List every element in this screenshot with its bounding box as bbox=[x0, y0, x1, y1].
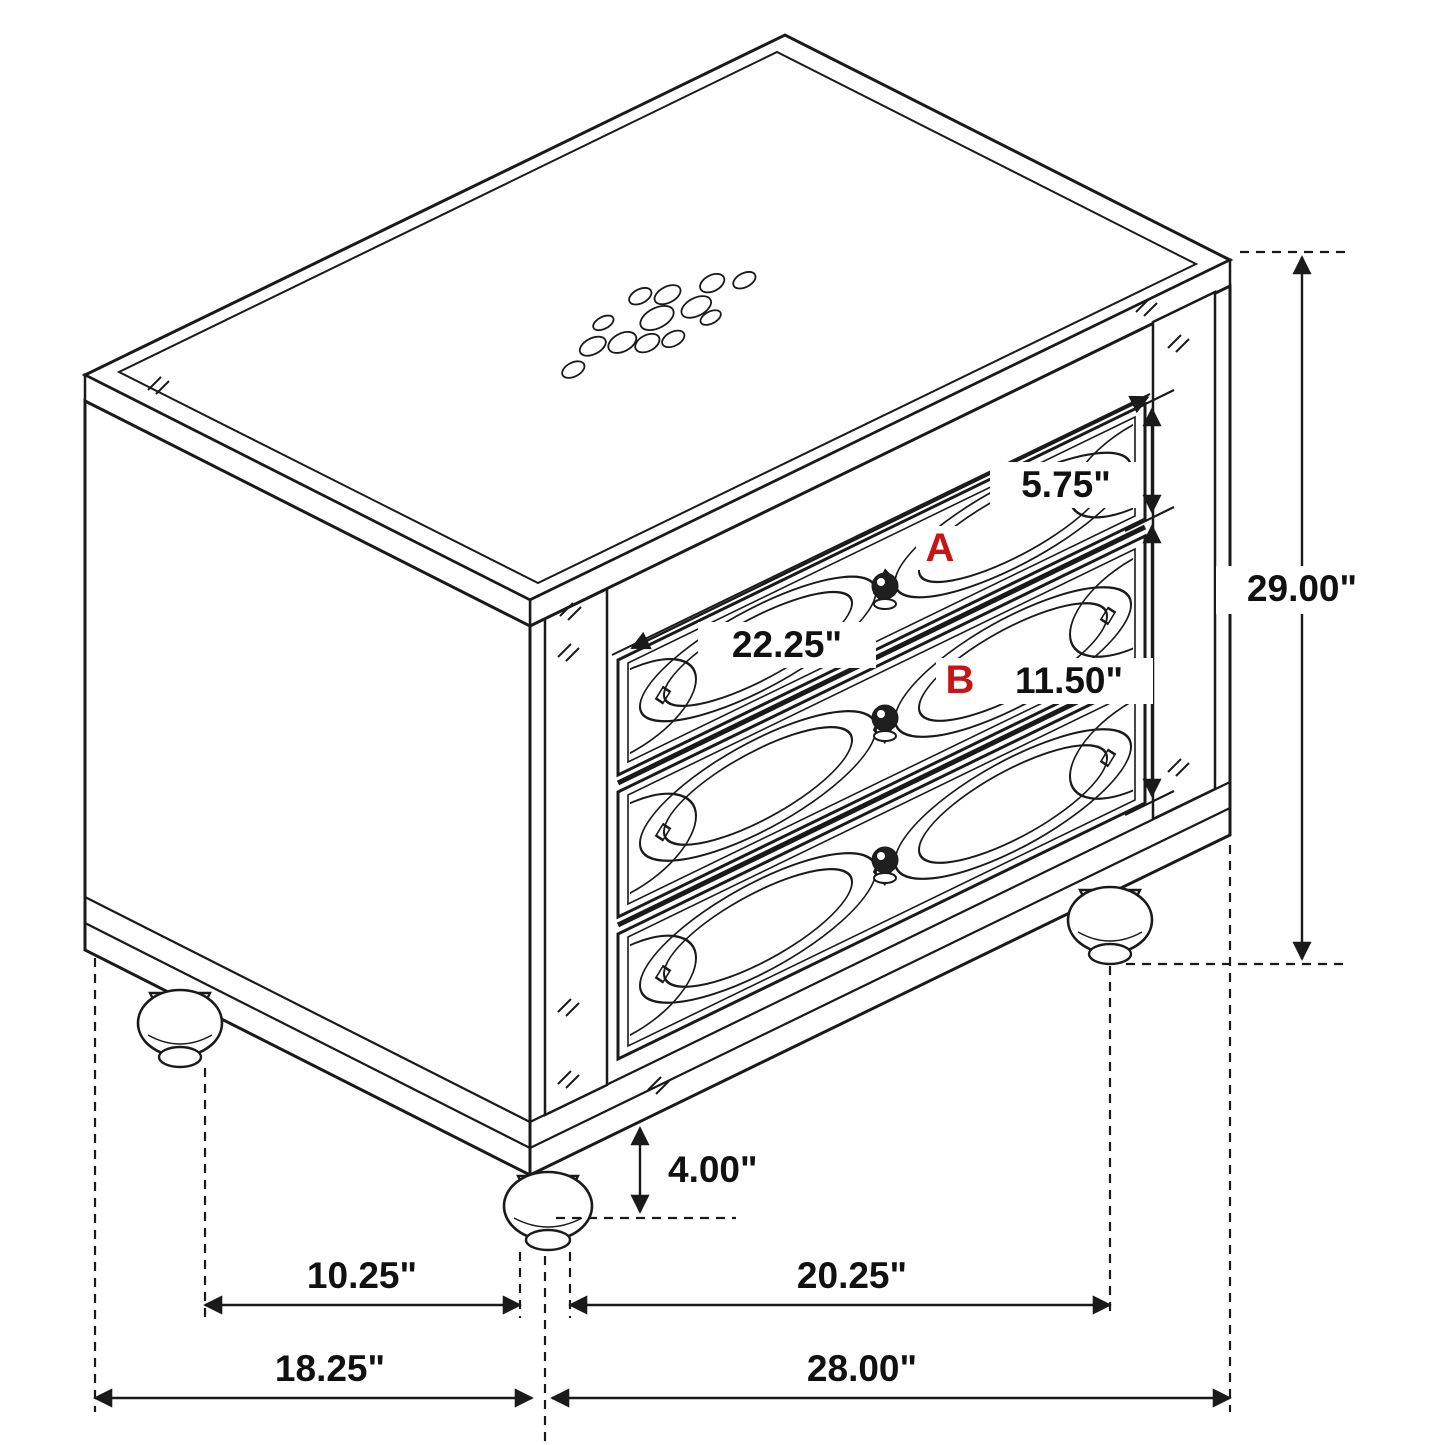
dim-leg-spacing-depth: 10.25" bbox=[203, 1255, 522, 1315]
dim-leg-height: 4.00" bbox=[630, 1126, 758, 1214]
dim-label-drawer-width: 22.25" bbox=[732, 624, 842, 665]
dim-label-leg-spacing-width: 20.25" bbox=[797, 1255, 907, 1296]
dim-label-leg-spacing-depth: 10.25" bbox=[307, 1255, 417, 1296]
dim-leg-spacing-width: 20.25" bbox=[568, 1255, 1112, 1315]
top-swirl-texture bbox=[561, 271, 757, 379]
dim-drawer-width: 22.25" bbox=[630, 395, 1150, 668]
dim-label-overall-width: 28.00" bbox=[807, 1348, 917, 1389]
foot-right bbox=[1066, 885, 1154, 966]
top-texture bbox=[116, 50, 1199, 585]
drawer-b-label: B bbox=[946, 658, 975, 702]
dim-label-lower-drawers-height: 11.50" bbox=[1015, 660, 1123, 701]
dim-label-overall-depth: 18.25" bbox=[275, 1348, 385, 1389]
mirror-hatch-marks bbox=[147, 298, 1190, 1095]
dim-top-drawer-height: 5.75" bbox=[990, 389, 1175, 532]
drawer-c-knob-icon bbox=[871, 846, 899, 884]
drawer-a-knob-icon bbox=[871, 572, 899, 610]
dim-overall-width: 28.00" bbox=[550, 1348, 1232, 1408]
nightstand bbox=[81, 33, 1234, 1252]
foot-front bbox=[502, 1170, 594, 1252]
foot-left bbox=[136, 988, 224, 1069]
dimension-annotations: 29.00" 22.25" 5.75" 11.50" A B bbox=[93, 250, 1388, 1442]
left-mirror-trim bbox=[543, 587, 609, 1117]
dim-label-top-drawer-height: 5.75" bbox=[1021, 464, 1111, 505]
dim-label-leg-height: 4.00" bbox=[668, 1149, 758, 1190]
right-mirror-trim bbox=[1151, 290, 1217, 821]
dim-label-overall-height: 29.00" bbox=[1247, 568, 1357, 609]
dim-overall-depth: 18.25" bbox=[93, 1348, 534, 1408]
dim-overall-height: 29.00" bbox=[1216, 255, 1388, 961]
drawer-a-label: A bbox=[926, 526, 955, 570]
dim-lower-drawers-height: 11.50" bbox=[985, 524, 1175, 816]
drawer-b-knob-icon bbox=[871, 704, 899, 742]
